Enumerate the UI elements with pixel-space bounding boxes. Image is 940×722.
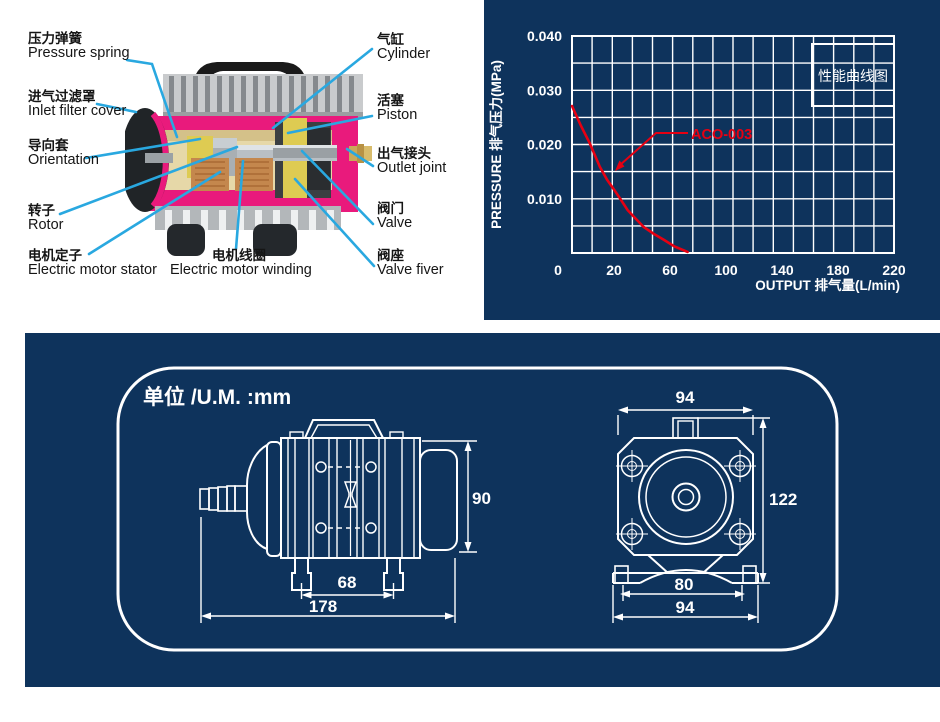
side-view-drawing <box>199 419 458 591</box>
dim-side-height: 90 <box>472 489 491 508</box>
x-tick-label: 0 <box>554 262 562 278</box>
side-view-dims <box>200 440 477 623</box>
label-valve-fiver-en: Valve fiver <box>377 262 444 278</box>
dim-front-base-inner: 80 <box>675 575 694 594</box>
chart-frame <box>571 35 895 254</box>
leader-inlet-filter <box>95 102 138 114</box>
pump-foot-right <box>253 224 297 256</box>
panel-border <box>116 366 839 652</box>
pump-heatsink-bottom <box>155 206 341 230</box>
label-orientation-zh: 导向套 <box>28 138 69 153</box>
label-rotor: 转子 Rotor <box>28 203 63 233</box>
label-rotor-zh: 转子 <box>28 203 55 218</box>
leader-valve <box>300 149 375 226</box>
y-tick-label: 0.010 <box>527 191 562 207</box>
label-orientation: 导向套 Orientation <box>28 138 99 168</box>
x-tick-label: 20 <box>606 262 622 278</box>
x-tick-label: 220 <box>882 262 906 278</box>
dim-front-height: 122 <box>769 490 797 509</box>
label-stator-en: Electric motor stator <box>28 262 157 278</box>
dim-front-base-width: 94 <box>676 598 695 617</box>
dimensions-drawing: 单位 /U.M. :mm <box>116 366 839 652</box>
label-pressure-spring-en: Pressure spring <box>28 45 130 61</box>
label-inlet-filter: 进气过滤罩 Inlet filter cover <box>28 89 126 119</box>
pump-shaft-highlight <box>237 145 337 150</box>
label-pressure-spring: 压力弹簧 Pressure spring <box>28 31 130 61</box>
label-cylinder-en: Cylinder <box>377 46 431 62</box>
dim-side-length: 178 <box>309 597 337 616</box>
cutaway-section: 压力弹簧 Pressure spring 进气过滤罩 Inlet filter … <box>0 0 484 322</box>
pump-heatsink-top <box>163 74 363 118</box>
leader-stator <box>87 170 222 256</box>
legend-box <box>811 43 895 107</box>
x-axis-label: OUTPUT 排气量(L/min) <box>755 277 900 293</box>
label-inlet-filter-en: Inlet filter cover <box>28 103 127 119</box>
leader-piston <box>286 114 374 135</box>
leader-lines <box>58 47 376 268</box>
pump-collar-highlight <box>213 138 237 148</box>
label-winding-zh: 电机线圈 <box>212 248 266 263</box>
dim-front-top-width: 94 <box>676 388 695 407</box>
label-cylinder: 气缸 Cylinder <box>377 32 430 62</box>
label-pressure-spring-zh: 压力弹簧 <box>28 31 82 46</box>
y-tick-label: 0.040 <box>527 28 562 44</box>
label-piston-en: Piston <box>377 107 418 123</box>
label-valve-fiver: 阀座 Valve fiver <box>377 248 444 278</box>
label-outlet-joint-en: Outlet joint <box>377 160 447 176</box>
label-valve: 阀门 Valve <box>377 201 412 231</box>
leader-valve-fiver <box>293 177 376 268</box>
label-rotor-en: Rotor <box>28 217 64 233</box>
label-inlet-filter-zh: 进气过滤罩 <box>28 89 96 104</box>
label-stator: 电机定子 Electric motor stator <box>28 248 157 278</box>
label-cylinder-zh: 气缸 <box>377 32 404 47</box>
series-curve <box>570 104 689 254</box>
label-valve-en: Valve <box>377 215 413 231</box>
x-tick-label: 100 <box>714 262 738 278</box>
series-leader-arrow <box>615 160 625 171</box>
performance-chart-panel: 0.040 0.030 0.020 0.010 0 20 60 100 140 180 220 PRE… <box>484 0 940 320</box>
front-view-drawing <box>612 417 759 584</box>
front-view-dims <box>612 406 770 623</box>
x-tick-label: 140 <box>770 262 794 278</box>
pump-handle <box>193 62 307 84</box>
label-valve-zh: 阀门 <box>377 201 404 216</box>
pump-spring-shaft <box>145 153 173 163</box>
legend-title: 性能曲线图 <box>818 68 888 84</box>
label-piston: 活塞 Piston <box>377 93 417 123</box>
label-outlet-joint-zh: 出气接头 <box>377 146 431 161</box>
leader-rotor <box>58 145 239 216</box>
label-stator-zh: 电机定子 <box>28 248 82 263</box>
leader-winding <box>234 159 245 251</box>
y-tick-label: 0.030 <box>527 82 562 98</box>
label-valve-fiver-zh: 阀座 <box>377 248 404 263</box>
label-orientation-en: Orientation <box>28 152 99 168</box>
dim-side-feet-span: 68 <box>338 573 357 592</box>
pump-interior-shade <box>164 130 332 141</box>
y-tick-label: 0.020 <box>527 137 562 153</box>
label-winding-en: Electric motor winding <box>170 262 312 278</box>
dimensions-panel: 单位 /U.M. :mm <box>25 333 940 687</box>
leader-orientation <box>84 137 202 160</box>
x-tick-label: 180 <box>826 262 850 278</box>
series-name: ACO-003 <box>691 127 752 143</box>
label-outlet-joint: 出气接头 Outlet joint <box>377 146 446 176</box>
y-axis-label: PRESSURE 排气压力(MPa) <box>488 60 504 229</box>
leader-cylinder <box>271 47 374 130</box>
label-winding: 电机线圈 Electric motor winding <box>170 248 312 278</box>
series-leader <box>619 132 688 166</box>
leader-outlet-joint <box>345 147 375 168</box>
unit-label: 单位 /U.M. :mm <box>143 385 291 409</box>
leader-pressure-spring <box>125 58 179 139</box>
label-piston-zh: 活塞 <box>377 93 404 108</box>
x-tick-label: 60 <box>662 262 678 278</box>
pump-foot-left <box>167 224 205 256</box>
performance-chart: 0.040 0.030 0.020 0.010 0 20 60 100 140 180 220 PRE… <box>488 28 906 293</box>
